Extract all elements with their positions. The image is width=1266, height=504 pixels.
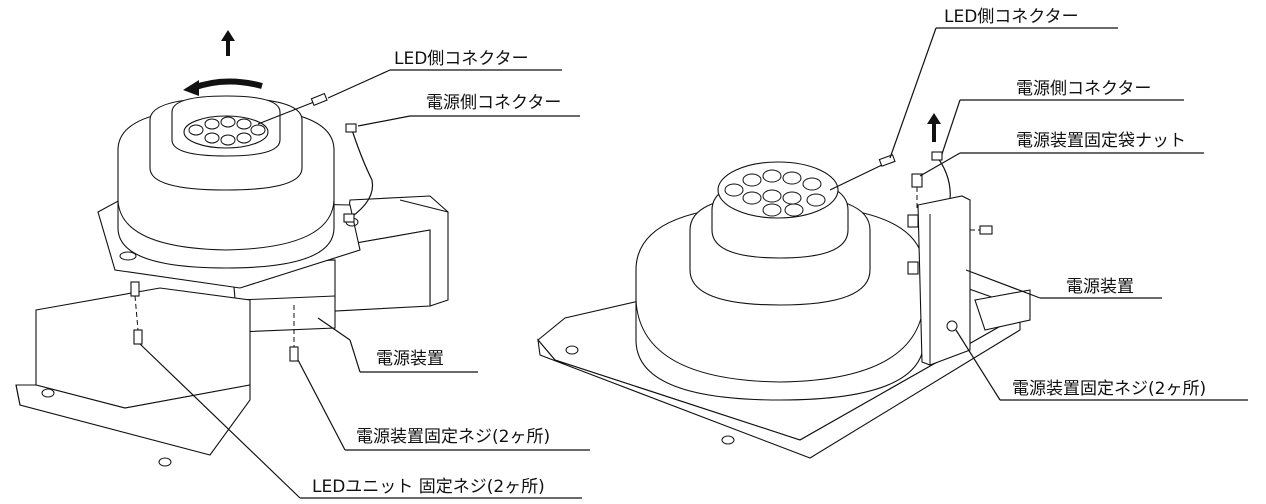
led-module [183,115,269,149]
power-unit-box [907,195,971,366]
side-bracket [974,289,1031,331]
power-unit-screw [970,225,993,235]
led-cable [829,154,896,191]
label-led-connector: LED側コネクター [944,7,1079,27]
label-led-unit-screws: LEDユニット 固定ネジ(2ヶ所) [312,477,545,497]
label-led-connector: LED側コネクター [394,49,529,69]
label-power-unit-screws: 電源装置固定ネジ(2ヶ所) [356,427,550,447]
lamp-housing [635,179,925,401]
left-figure: LED側コネクター 電源側コネクター 電源装置 電源装置固定ネジ(2ヶ所) LE… [15,30,590,499]
right-figure: LED側コネクター 電源側コネクター 電源装置固定袋ナット 電源装置 電源装置固… [537,7,1248,459]
leader-lines [889,27,1248,401]
label-power-connector: 電源側コネクター [426,93,561,113]
led-unit-screw [130,281,143,345]
label-power-unit-cap-nut: 電源装置固定袋ナット [1016,131,1186,151]
label-power-unit-screws: 電源装置固定ネジ(2ヶ所) [1012,379,1206,399]
led-module [717,161,839,219]
lift-arrow-icon [221,30,235,56]
label-power-unit: 電源装置 [376,349,444,369]
leader-lines [139,69,590,499]
cap-nut [911,173,923,208]
led-cable [257,92,328,125]
power-cable [343,123,374,223]
lift-arrow-icon [927,113,941,142]
label-power-connector: 電源側コネクター [1016,79,1151,99]
power-cable [931,151,951,201]
power-unit-screw [289,305,299,362]
label-power-unit: 電源装置 [1066,277,1134,297]
lower-bracket [15,287,251,467]
rotate-arrow-icon [183,78,263,96]
